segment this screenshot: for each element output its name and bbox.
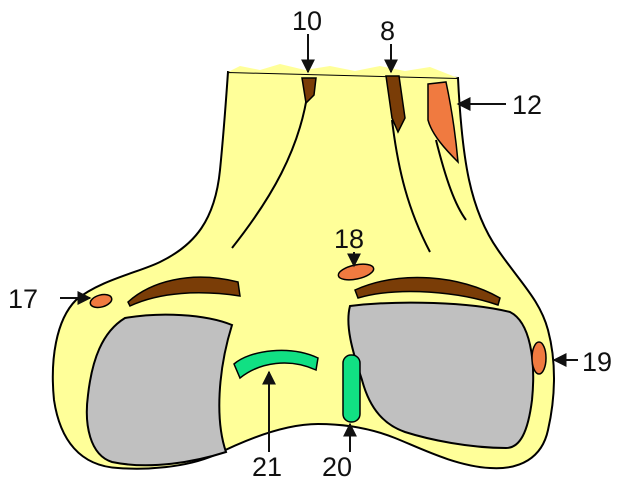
label-18: 18 [334,224,364,254]
label-12: 12 [512,90,542,120]
label-17: 17 [8,284,38,314]
label-8: 8 [380,16,395,46]
label-19: 19 [582,347,612,377]
green-20 [343,355,360,422]
lateral-condyle [87,315,232,466]
orange-19 [532,342,546,374]
label-21: 21 [252,452,282,481]
label-10: 10 [292,6,322,36]
label-20: 20 [322,452,352,481]
